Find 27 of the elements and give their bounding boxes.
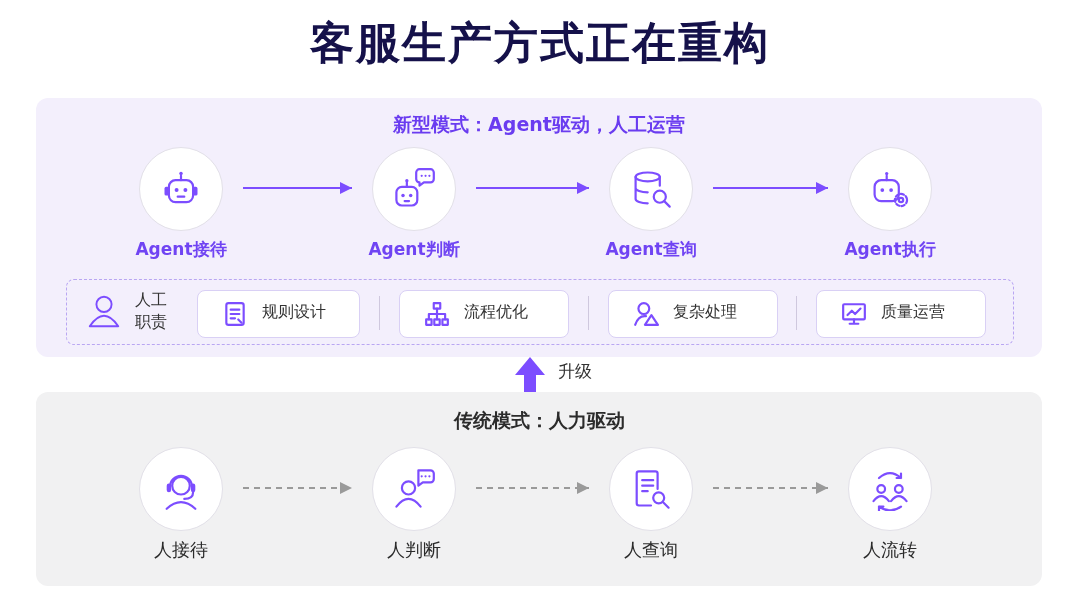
edge-label: 升级 [558,360,592,383]
arrow [242,482,353,494]
arrow [712,482,829,494]
step-label: 人流转 [862,538,918,562]
dashed-box [66,279,1014,345]
arrow [712,182,829,194]
step-label: 人判断 [386,538,442,562]
step-label: Agent查询 [604,238,698,261]
arrow [515,357,545,392]
panel [36,98,1042,357]
step-label: 人查询 [623,538,679,562]
task-box: 质量运营 [816,290,986,338]
task-box: 复杂处理 [608,290,778,338]
group-heading: 人工职责 [135,289,168,333]
panel [36,392,1042,586]
step-label: Agent接待 [134,238,228,261]
arrow [475,482,590,494]
panel-heading: 传统模式：人力驱动 [453,408,625,433]
task-box: 规则设计 [197,290,360,338]
arrow [475,182,590,194]
title: 客服生产方式正在重构 [309,16,771,70]
step-label: Agent判断 [367,238,461,261]
arrow [242,182,353,194]
step-label: 人接待 [153,538,209,562]
task-box: 流程优化 [399,290,569,338]
step-label: Agent执行 [843,238,937,261]
panel-heading: 新型模式：Agent驱动，人工运营 [393,112,685,137]
